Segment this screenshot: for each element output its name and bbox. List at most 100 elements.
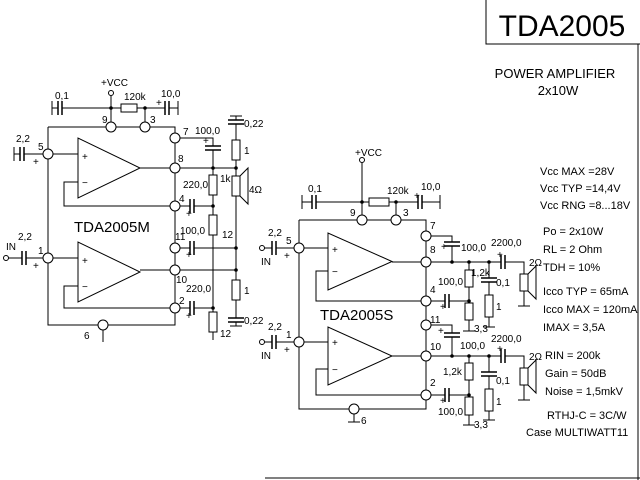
junction-dot xyxy=(211,306,215,310)
speaker-label: 4Ω xyxy=(249,185,263,196)
label: + xyxy=(156,98,162,109)
junction-dot xyxy=(467,354,471,358)
label: 10,0 xyxy=(161,89,181,100)
label: 1,2k xyxy=(443,367,463,378)
opamp-plus: + xyxy=(82,256,88,267)
junction-dot xyxy=(467,260,471,264)
terminal xyxy=(108,90,114,96)
capacitor xyxy=(500,255,506,269)
label: 100,0 xyxy=(438,277,463,288)
subtitle: POWER AMPLIFIER xyxy=(495,66,616,81)
label: 3,3 xyxy=(474,420,488,431)
ic-name: TDA2005M xyxy=(74,219,150,236)
label: 12 xyxy=(220,329,232,340)
vcc-label: +VCC xyxy=(101,78,128,89)
capacitor xyxy=(444,294,450,308)
opamp-minus: − xyxy=(82,178,88,189)
label: + xyxy=(414,191,420,202)
ic-pin xyxy=(420,350,432,362)
spec-tdh: TDH = 10% xyxy=(543,262,600,274)
label: 2,2 xyxy=(268,228,282,239)
pin-label: 10 xyxy=(430,342,442,353)
capacitor xyxy=(21,251,27,265)
ic-pin xyxy=(139,121,151,133)
ic-pin xyxy=(169,302,181,314)
wire xyxy=(175,137,214,146)
ic-pin xyxy=(348,403,360,415)
pin-label: 5 xyxy=(38,142,44,153)
opamp-triangle xyxy=(77,241,142,303)
ic-pin xyxy=(105,121,117,133)
label: 120k xyxy=(124,92,147,103)
ic-pin xyxy=(420,295,432,307)
ic-pin xyxy=(169,200,181,212)
junction-dot xyxy=(450,260,454,264)
junction-dot xyxy=(234,268,238,272)
speaker-icon xyxy=(519,264,537,301)
capacitor xyxy=(205,145,221,151)
label: 220,0 xyxy=(186,284,211,295)
pin-label: 7 xyxy=(430,221,436,232)
opamp-plus: + xyxy=(82,152,88,163)
capacitor xyxy=(228,119,244,125)
label: 2,2 xyxy=(18,232,32,243)
label: 2200,0 xyxy=(491,238,522,249)
label: + xyxy=(203,136,209,147)
label: 2200,0 xyxy=(491,334,522,345)
wire xyxy=(505,261,525,274)
junction-dot xyxy=(109,106,113,110)
junction-dot xyxy=(487,354,491,358)
spec-po: Po = 2x10W xyxy=(543,226,604,238)
capacitor xyxy=(164,101,170,115)
spec-icco-typ: Icco TYP = 65mA xyxy=(543,286,629,298)
speaker-coil xyxy=(519,273,529,292)
junction-dot xyxy=(450,354,454,358)
label: 0,22 xyxy=(244,119,264,130)
label: 10,0 xyxy=(421,182,441,193)
opamp-minus: − xyxy=(332,267,338,278)
pin-label: 7 xyxy=(183,127,189,138)
speaker-cone xyxy=(527,358,537,395)
label: 0,1 xyxy=(496,278,510,289)
pin-label: 6 xyxy=(84,331,90,342)
wire xyxy=(426,235,453,242)
pin-label: 11 xyxy=(430,315,441,326)
spec-icco-max: Icco MAX = 120mA xyxy=(543,304,638,316)
opamp-minus: − xyxy=(82,282,88,293)
spec-vcc-rng: Vcc RNG =8...18V xyxy=(540,200,631,212)
resistor xyxy=(484,294,494,318)
speaker-coil xyxy=(519,367,529,386)
spec-rthj: RTHJ-C = 3C/W xyxy=(547,410,627,422)
label: 0,22 xyxy=(244,316,264,327)
pin-label: 2 xyxy=(430,378,436,389)
ic-pin xyxy=(420,256,432,268)
subtitle-power: 2x10W xyxy=(538,83,579,98)
pin-label: 1 xyxy=(286,330,292,341)
resistor xyxy=(120,103,138,113)
pin-label: 2 xyxy=(179,296,185,307)
speaker-icon xyxy=(519,358,537,395)
pin-label: 8 xyxy=(430,245,436,256)
junction-dot xyxy=(143,106,147,110)
junction-dot xyxy=(467,393,471,397)
ic-pin xyxy=(390,214,402,226)
specs-list: Vcc MAX =28V Vcc TYP =14,4V Vcc RNG =8..… xyxy=(526,166,638,439)
spec-noise: Noise = 1,5mkV xyxy=(545,386,624,398)
pin-label: 1 xyxy=(38,246,44,257)
label: + xyxy=(497,344,503,355)
wire xyxy=(315,270,426,302)
ic-pin xyxy=(42,148,54,160)
label: 120k xyxy=(387,186,410,197)
resistor xyxy=(208,174,218,196)
label: 220,0 xyxy=(183,180,208,191)
label: 100,0 xyxy=(460,341,485,352)
label: 3,3 xyxy=(474,324,488,335)
opamp-plus: + xyxy=(332,338,338,349)
label: 1 xyxy=(244,146,250,157)
opamp-triangle xyxy=(77,137,142,199)
wire xyxy=(505,355,525,368)
capacitor xyxy=(189,199,195,213)
terminal xyxy=(3,255,9,261)
